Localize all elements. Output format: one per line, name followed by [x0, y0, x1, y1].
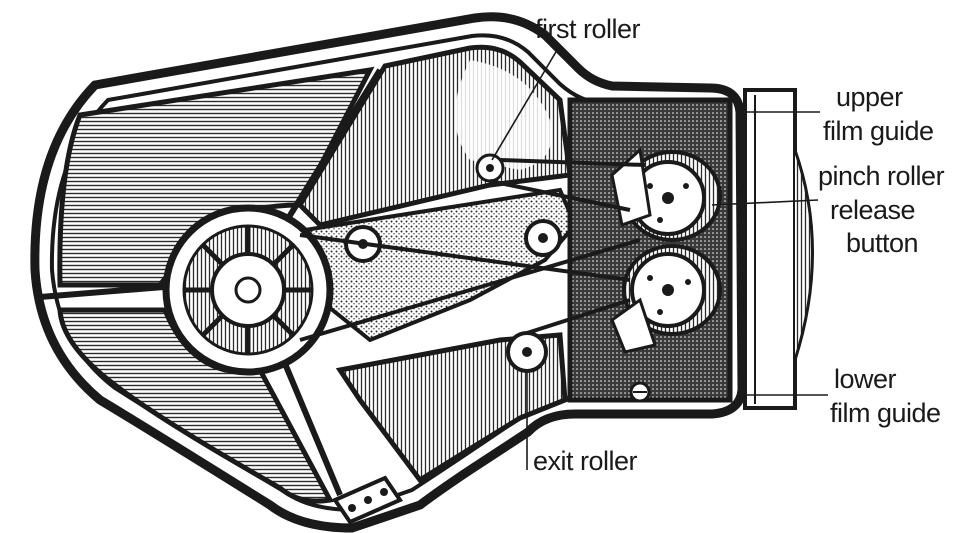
- feed-reel: [162, 204, 334, 376]
- upper-middle-highlight: [455, 60, 552, 170]
- upper-left-compartment: [57, 66, 375, 288]
- drive-wheel-edge: [793, 149, 814, 361]
- label-upper-film-guide-line1: upper: [836, 82, 903, 112]
- label-pinch-roller-line3: button: [846, 228, 918, 258]
- film-guide-plate: [743, 88, 797, 410]
- label-exit-roller: exit roller: [533, 446, 638, 476]
- lower-screw: [629, 381, 651, 403]
- pressure-arm-lower: [610, 297, 657, 354]
- mounting-plate: [331, 475, 404, 525]
- guide-roller-right: [524, 219, 562, 257]
- label-lower-film-guide-line2: film guide: [830, 398, 941, 428]
- leader-lines: [491, 44, 828, 470]
- exit-roller: [506, 331, 548, 373]
- label-lower-film-guide-line1: lower: [834, 364, 897, 394]
- first-roller: [475, 153, 505, 183]
- label-pinch-roller-line2: release: [830, 195, 915, 225]
- label-upper-film-guide-line2: film guide: [823, 116, 934, 146]
- label-pinch-roller-line1: pinch roller: [818, 161, 945, 191]
- label-first-roller: first roller: [535, 14, 641, 44]
- pinch-roller-lower: [622, 244, 722, 336]
- film-path: [299, 158, 646, 342]
